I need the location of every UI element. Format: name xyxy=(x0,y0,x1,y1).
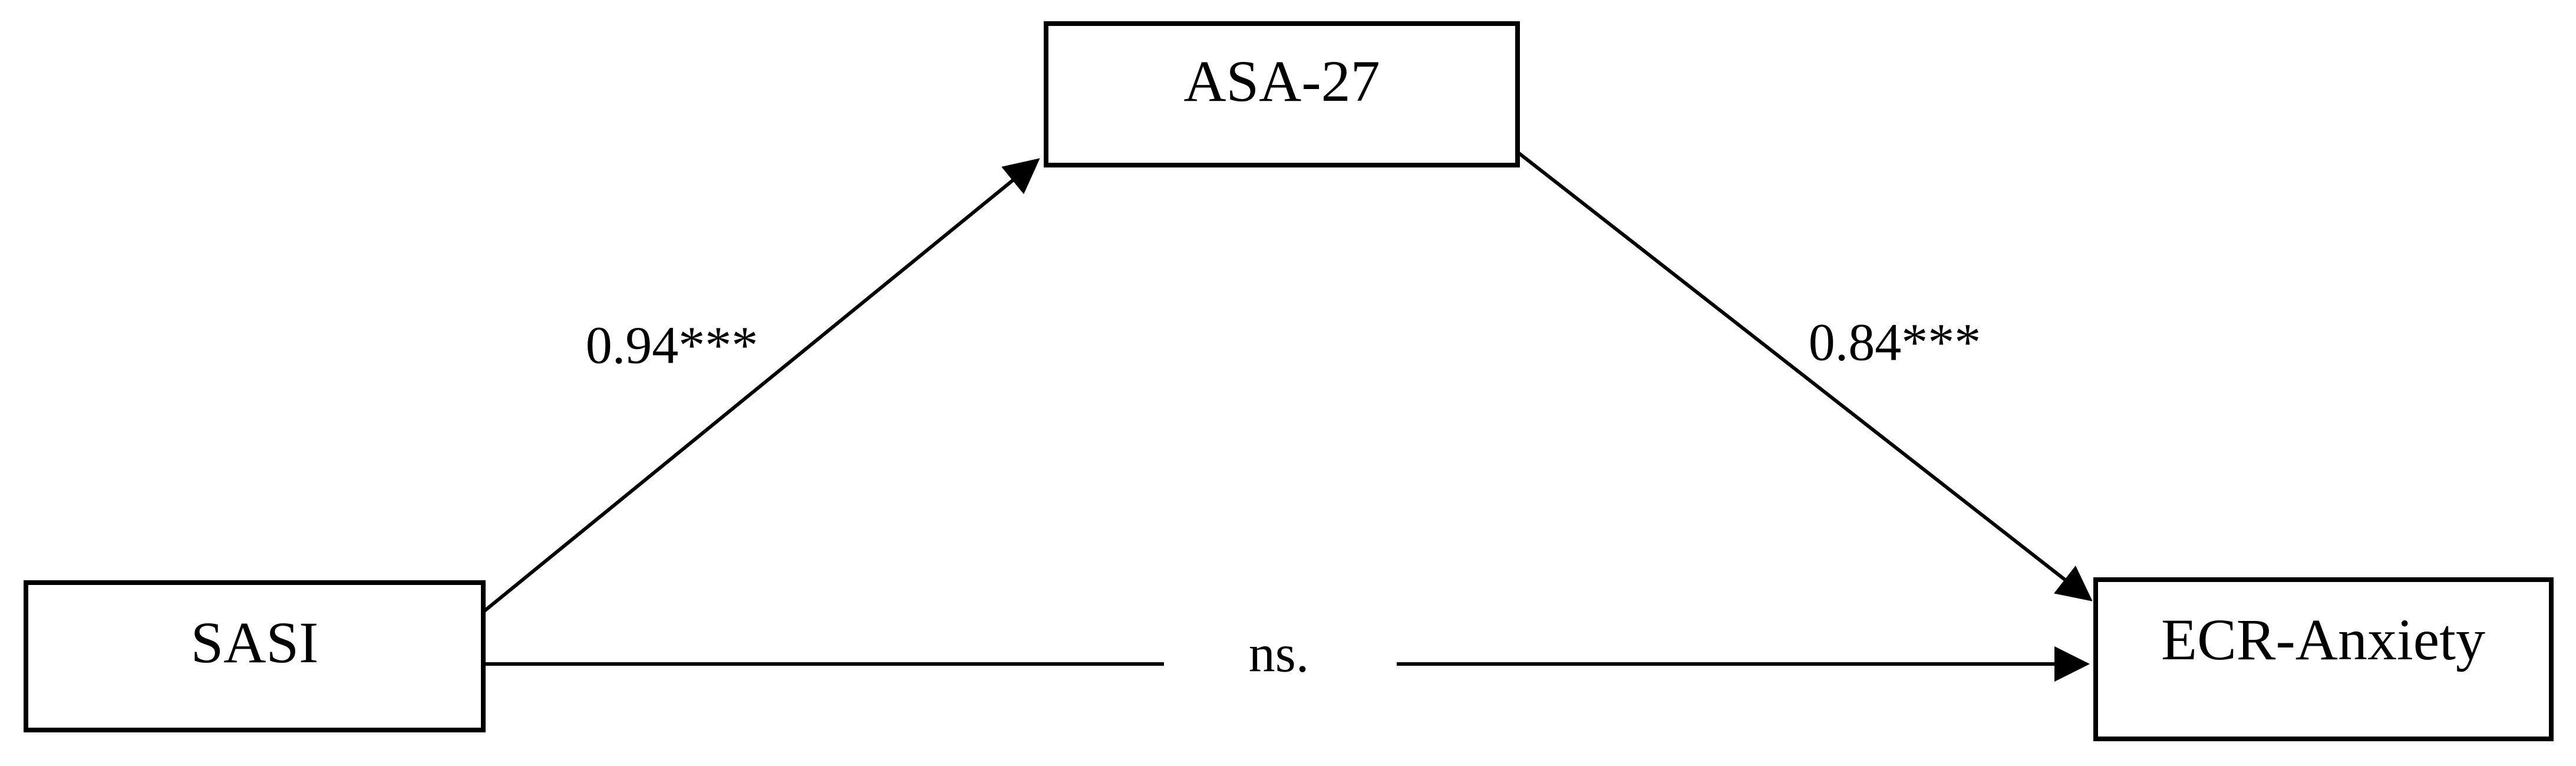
node-asa27: ASA-27 xyxy=(1044,21,1520,167)
node-asa27-box xyxy=(1044,21,1520,167)
node-sasi: SASI xyxy=(24,580,486,732)
node-ecr-anxiety-label: ECR-Anxiety xyxy=(2161,607,2485,672)
edge-label-sasi-to-asa27: 0.94*** xyxy=(586,317,758,375)
node-asa27-label: ASA-27 xyxy=(1183,48,1380,114)
edge-label-asa27-to-ecr: 0.84*** xyxy=(1809,314,1981,372)
edge-sasi-to-asa27 xyxy=(483,158,1040,613)
node-sasi-box xyxy=(24,580,486,732)
edge-asa27-to-ecr xyxy=(1516,150,2093,601)
node-ecr-anxiety-box xyxy=(2093,577,2554,741)
edge-label-sasi-to-ecr: ns. xyxy=(1249,625,1310,683)
node-ecr-anxiety: ECR-Anxiety xyxy=(2093,577,2554,741)
node-sasi-label: SASI xyxy=(191,610,319,675)
